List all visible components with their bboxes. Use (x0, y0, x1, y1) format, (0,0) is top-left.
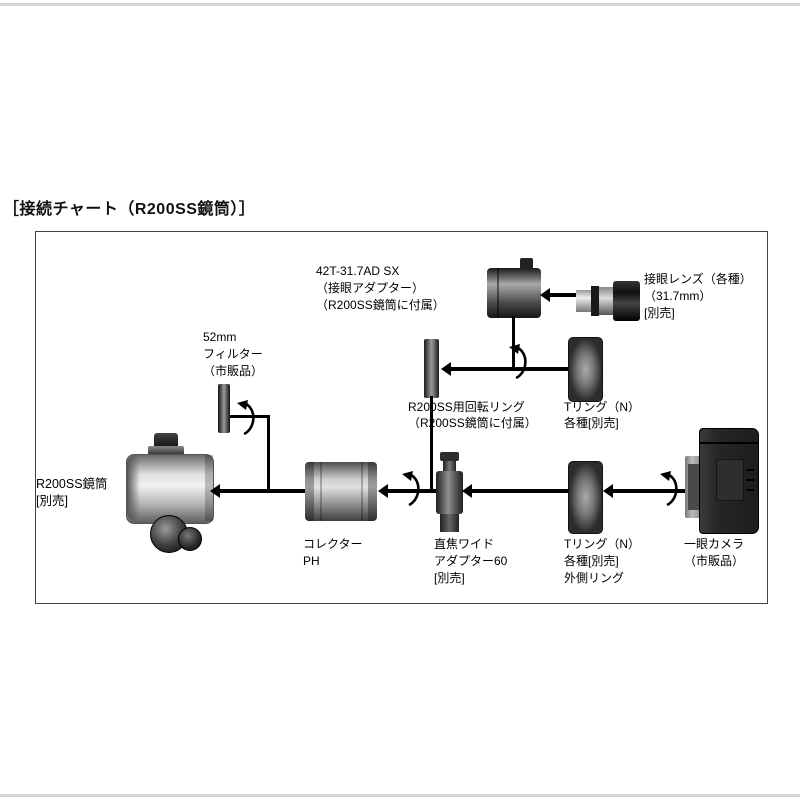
scope-label: R200SS鏡筒 [別売] (36, 476, 108, 510)
filter-drawing (218, 384, 230, 433)
line-adapter-down (512, 316, 515, 369)
label-line: アダプター60 (434, 554, 508, 568)
adapter-seam (497, 268, 499, 318)
eyepiece-adapter-drawing (487, 258, 541, 318)
camera-grip-line (746, 489, 754, 491)
arrow-camera-to-tring (612, 489, 685, 493)
arrow-collector-to-scope (219, 489, 305, 493)
line-rotationring-down (430, 396, 433, 491)
arrow-wideadapter-to-collector (387, 489, 436, 493)
telescope-knob-base (148, 446, 184, 455)
label-line: （31.7mm） (644, 289, 712, 303)
wide-adapter-topcap (440, 452, 459, 461)
rotation-arrow-icon (402, 470, 424, 508)
label-line: [別売] (434, 571, 465, 585)
arrowhead-eyepiece-to-adapter (540, 288, 550, 302)
rotation-arrow-icon (237, 399, 259, 437)
wide-adapter-neck (443, 461, 456, 471)
arrow-eyepiece-to-adapter (549, 293, 576, 297)
camera-grip-line (746, 479, 754, 481)
label-line: （R200SS鏡筒に付属） (408, 415, 537, 430)
arrow-tring-to-wideadapter (471, 489, 568, 493)
telescope-tube (126, 454, 214, 524)
eyepiece-nosepiece (576, 290, 591, 312)
arrowhead-camera-to-tring (603, 484, 613, 498)
top-divider (0, 3, 800, 6)
arrow-tring-to-rotationring (450, 367, 568, 371)
label-line: R200SS用回転リング (408, 400, 525, 414)
collector-right-band (368, 462, 377, 521)
collector-groove (320, 462, 322, 521)
label-line: Tリング（N） (564, 537, 640, 551)
arrowhead-collector-to-scope (210, 484, 220, 498)
label-line: フィルター (203, 347, 263, 361)
label-line: Tリング（N） (564, 400, 640, 414)
telescope-focus-wheel-small (178, 527, 202, 551)
arrowhead-tring-to-wideadapter (462, 484, 472, 498)
label-line: （市販品） (203, 364, 264, 378)
eyepiece-drawing (576, 281, 640, 321)
t-ring-top-drawing (568, 337, 603, 402)
collector-groove (361, 462, 363, 521)
telescope-top-knob (154, 433, 178, 448)
arrowhead-tring-to-rotationring (441, 362, 451, 376)
t-ring-bottom-label: Tリング（N） 各種[別売] 外側リング (564, 536, 640, 587)
label-line: 一眼カメラ (684, 537, 745, 551)
camera-mount-opening (688, 464, 699, 510)
camera-mount-plate (685, 456, 702, 518)
adapter-label: 42T-31.7AD SX （接眼アダプター） （R200SS鏡筒に付属） (316, 263, 445, 314)
eyepiece-ring (591, 286, 599, 316)
t-ring-bottom-drawing (568, 461, 603, 534)
collector-left-band (305, 462, 314, 521)
wide-adapter-drawing (436, 452, 463, 532)
label-line: （市販品） (684, 554, 745, 568)
eyepiece-label: 接眼レンズ（各種） （31.7mm） [別売] (644, 271, 752, 322)
wide-adapter-bottom (440, 514, 459, 532)
arrowhead-wideadapter-to-collector (378, 484, 388, 498)
t-ring-top-label: Tリング（N） 各種[別売] (564, 400, 640, 431)
rotation-ring-drawing (424, 339, 439, 398)
label-line: 直焦ワイド (434, 537, 495, 551)
label-line: [別売] (644, 306, 675, 320)
page-title: ［接続チャート（R200SS鏡筒）］ (3, 201, 256, 218)
collector-label: コレクター PH (303, 536, 363, 570)
camera-drawing (685, 428, 759, 534)
label-line: R200SS鏡筒 (36, 477, 108, 491)
camera-back-panel (716, 459, 744, 501)
label-line: 42T-31.7AD SX (316, 264, 400, 278)
rotation-arrow-icon (509, 343, 531, 381)
rotation-ring-label: R200SS用回転リング （R200SS鏡筒に付属） (408, 400, 537, 431)
filter-label: 52mm フィルター （市販品） (203, 329, 263, 380)
camera-label: 一眼カメラ （市販品） (684, 536, 744, 570)
collector-drawing (305, 462, 377, 521)
camera-grip-line (746, 469, 754, 471)
label-line: 各種[別売] (564, 415, 619, 430)
line-filter-down (267, 415, 270, 492)
label-line: （R200SS鏡筒に付属） (316, 298, 445, 312)
line-filter-elbow (230, 415, 270, 418)
adapter-body (487, 268, 541, 318)
label-line: 接眼レンズ（各種） (644, 272, 752, 286)
rotation-arrow-icon (660, 470, 682, 508)
label-line: 52mm (203, 330, 237, 344)
eyepiece-barrel (599, 287, 613, 315)
telescope-drawing (124, 433, 214, 553)
bottom-divider (0, 794, 800, 797)
label-line: （接眼アダプター） (316, 281, 425, 295)
adapter-thumbscrew (520, 258, 533, 269)
wide-adapter-body (436, 471, 463, 514)
telescope-drawtube (205, 455, 213, 521)
label-line: PH (303, 554, 320, 568)
camera-top-deck-line (700, 442, 758, 444)
label-line: コレクター (303, 537, 363, 551)
wide-adapter-label: 直焦ワイド アダプター60 [別売] (434, 536, 507, 587)
camera-body (699, 428, 759, 534)
label-line: 外側リング (564, 571, 625, 585)
eyepiece-eyecup (613, 281, 640, 321)
label-line: [別売] (36, 494, 68, 508)
telescope-endcap (127, 455, 140, 521)
label-line: 各種[別売] (564, 554, 619, 568)
